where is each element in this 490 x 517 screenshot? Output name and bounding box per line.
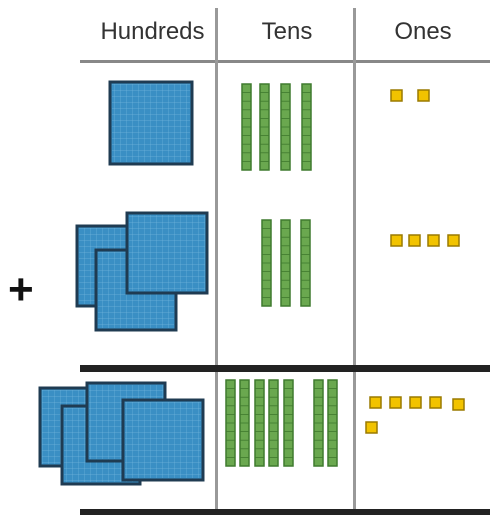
header-hundreds: Hundreds: [100, 18, 205, 45]
one-cube-addend-1-1: [390, 89, 403, 102]
one-cube-addend-2-1: [390, 234, 403, 247]
one-cube-addend-2-3: [427, 234, 440, 247]
hundred-flat-addend-1-1-grid: [112, 84, 190, 162]
one-cube-sum-5: [452, 398, 465, 411]
one-cube-addend-2-2: [408, 234, 421, 247]
sum-line: [80, 365, 490, 372]
one-cube-sum-3: [409, 396, 422, 409]
plus-sign: +: [8, 265, 34, 314]
one-cube-sum-2: [389, 396, 402, 409]
column-divider-2: [353, 8, 356, 513]
one-cube-addend-2-4: [447, 234, 460, 247]
one-cube-sum-1: [369, 396, 382, 409]
one-cube-sum-6: [365, 421, 378, 434]
hundred-flat-addend-2-3-grid: [129, 215, 205, 291]
header-ones: Ones: [394, 18, 452, 45]
one-cube-sum-4: [429, 396, 442, 409]
one-cube-addend-1-2: [417, 89, 430, 102]
column-divider-1: [215, 8, 218, 513]
header-underline: [80, 60, 490, 63]
header-tens: Tens: [261, 18, 313, 45]
bottom-line: [80, 509, 490, 515]
hundred-flat-sum-4-grid: [125, 402, 201, 478]
